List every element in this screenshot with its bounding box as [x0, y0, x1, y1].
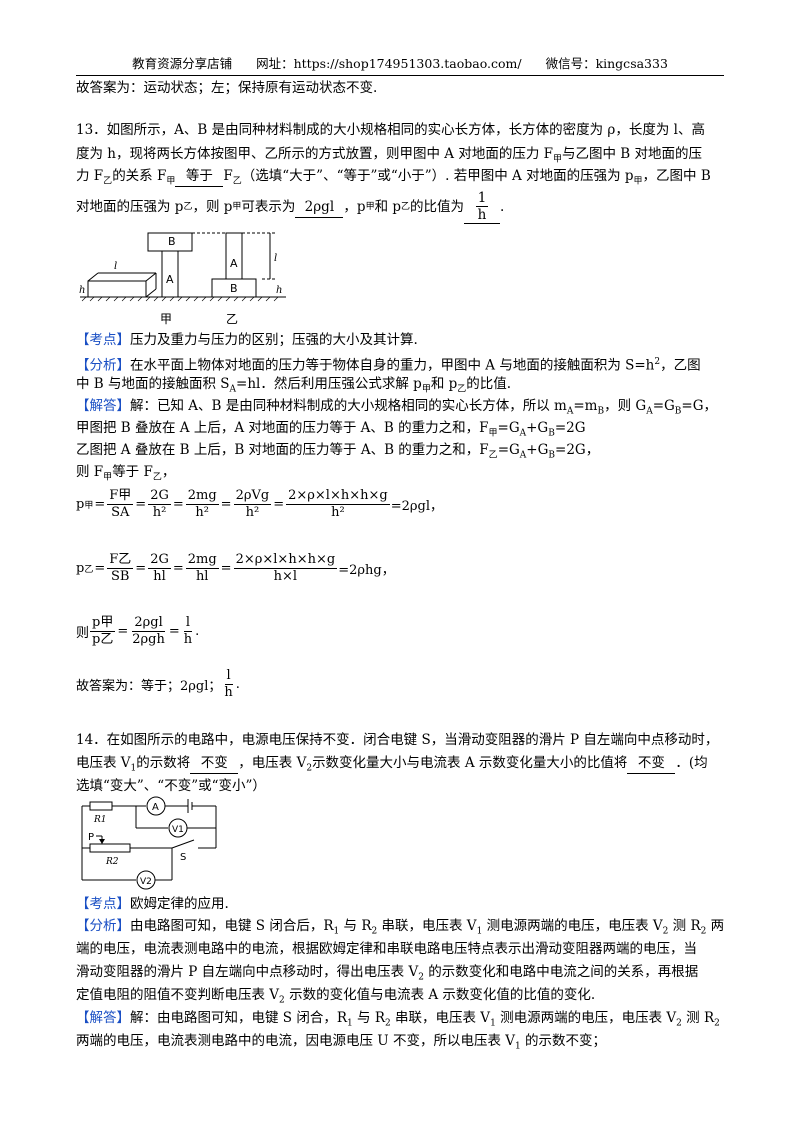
fig-l-2: l: [274, 253, 277, 264]
fig-jia-B: B: [168, 235, 176, 248]
q13-blank2: 2ρgl: [295, 197, 344, 218]
q14-blank1: 不变: [190, 753, 239, 774]
q14-fenxi3: 滑动变阻器的滑片 P 自左端向中点移动时，得出电压表 V2 的示数变化和电路中电…: [76, 964, 699, 983]
q13-blank1: 等于: [175, 166, 224, 187]
q14-fenxi1: 【分析】由电路图可知，电键 S 闭合后，R1 与 R2 串联，电压表 V1 测电…: [76, 918, 725, 937]
circuit-S: S: [180, 852, 186, 863]
q13-line2: 度为 h，现将两长方体按图甲、乙所示的方式放置，则甲图中 A 对地面的压力 F甲…: [76, 146, 703, 165]
q13-jieda3: 乙图把 A 叠放在 B 上后，B 对地面的压力等于 A、B 的重力之和，F乙=G…: [76, 442, 600, 461]
q14-line2: 电压表 V1的示数将不变，电压表 V2示数变化量大小与电流表 A 示数变化量大小…: [76, 753, 708, 774]
circuit-R2: R2: [105, 857, 119, 867]
page-header: 教育资源分享店铺 网址：https://shop174951303.taobao…: [0, 53, 800, 72]
q14-circuit: A V1 V2 R1 R2 P S: [81, 796, 217, 890]
q14-jieda1: 【解答】解：由电路图可知，电键 S 闭合，R1 与 R2 串联，电压表 V1 测…: [76, 1010, 720, 1029]
header-shop: 教育资源分享店铺: [132, 56, 233, 71]
fig-l-1: l: [114, 261, 117, 272]
circuit-R1: R1: [93, 815, 107, 825]
q14-kaodian: 【考点】欧姆定律的应用.: [76, 896, 229, 912]
fig-h-1: h: [79, 285, 85, 296]
q14-line3: 选填“变大”、“不变”或“变小”）: [76, 778, 266, 794]
fig-h-2: h: [276, 285, 282, 296]
circuit-V2: V2: [140, 877, 152, 887]
circuit-V1: V1: [172, 825, 184, 835]
q13-jieda2: 甲图把 B 叠放在 A 上后，A 对地面的压力等于 A、B 的重力之和，F甲=G…: [76, 420, 586, 439]
header-wechat: 微信号：kingcsa333: [545, 56, 668, 71]
q14-blank2: 不变: [627, 753, 676, 774]
fig-label-yi: 乙: [226, 312, 238, 326]
header-url: 网址：https://shop174951303.taobao.com/: [256, 56, 522, 71]
q14-jieda2: 两端的电压，电流表测电路中的电流，因电源电压 U 不变，所以电压表 V1 的示数…: [76, 1033, 607, 1052]
q13-kaodian: 【考点】压力及重力与压力的区别；压强的大小及其计算.: [76, 332, 418, 348]
fig-yi-A: A: [230, 257, 238, 270]
q14-line1: 14．在如图所示的电路中，电源电压保持不变．闭合电键 S，当滑动变阻器的滑片 P…: [76, 732, 719, 748]
q13-fenxi1: 【分析】在水平面上物体对地面的压力等于物体自身的重力，甲图中 A 与地面的接触面…: [76, 357, 701, 374]
prev-answer: 故答案为：运动状态；左；保持原有运动状态不变.: [76, 80, 378, 96]
q14-fenxi2: 端的电压，电流表测电路中的电流，根据欧姆定律和串联电路电压特点表示出滑动变阻器两…: [76, 941, 697, 957]
q13-fenxi2: 中 B 与地面的接触面积 SA=hl．然后利用压强公式求解 p甲和 p乙的比值.: [76, 376, 512, 395]
fig-yi-B: B: [230, 282, 238, 295]
q13-figure: B A A B l h l h 甲 乙: [79, 232, 286, 326]
fig-label-jia: 甲: [160, 312, 172, 326]
q14-fenxi4: 定值电阻的阻值不变判断电压表 V2 示数的变化值与电流表 A 示数变化值的比值的…: [76, 987, 596, 1006]
q13-jieda1: 【解答】解：已知 A、B 是由同种材料制成的大小规格相同的实心长方体，所以 mA…: [76, 398, 718, 417]
q13-line1: 13．如图所示，A、B 是由同种材料制成的大小规格相同的实心长方体，长方体的密度…: [76, 122, 705, 138]
fig-jia-A: A: [166, 273, 174, 286]
q13-jieda4: 则 F甲等于 F乙，: [76, 464, 176, 483]
header-rule: [76, 75, 724, 76]
circuit-P: P: [88, 832, 94, 843]
circuit-A: A: [152, 802, 159, 813]
